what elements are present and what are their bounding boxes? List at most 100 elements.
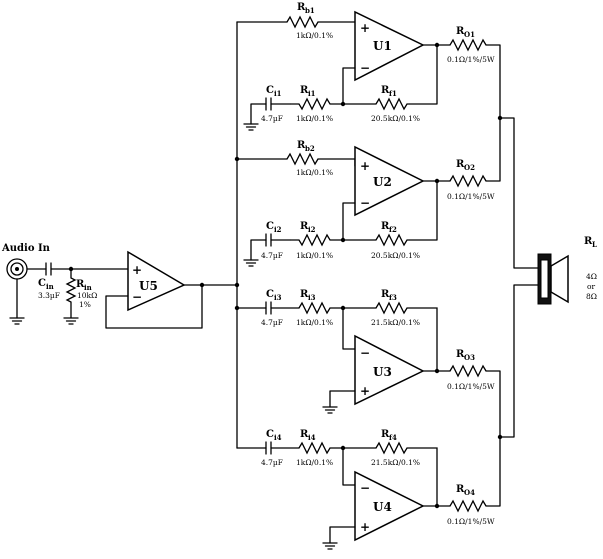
ci2-sub: i2	[274, 225, 282, 234]
ci3-name: C	[266, 289, 274, 300]
ground-symbol	[63, 317, 79, 325]
ro1-name: R	[456, 26, 465, 37]
ro2-sub: O2	[464, 163, 475, 172]
ri4-value: 1kΩ/0.1%	[296, 458, 333, 467]
rf4-name: R	[381, 429, 390, 440]
rf4-value: 21.5kΩ/0.1%	[371, 458, 420, 467]
capacitor-ci4	[265, 441, 272, 455]
ro2-value: 0.1Ω/1%/5W	[447, 192, 495, 201]
resistor-rb1	[286, 15, 319, 29]
resistor-rb2	[286, 152, 319, 166]
ci2-value: 4.7µF	[261, 251, 283, 260]
resistor-rf3	[375, 301, 438, 371]
ro4-value: 0.1Ω/1%/5W	[447, 517, 495, 526]
u5-label: U5	[139, 279, 158, 293]
ri3-sub: i3	[308, 293, 316, 302]
ci2-name: C	[266, 221, 274, 232]
capacitor-ci2	[265, 233, 272, 247]
junction-dot	[234, 282, 240, 288]
ci4-sub: i4	[274, 433, 282, 442]
ro2-name: R	[456, 159, 465, 170]
capacitor-ci1	[265, 97, 272, 111]
u4-minus: −	[360, 481, 370, 495]
rf4-sub: f4	[389, 433, 397, 442]
capacitor-ci3	[265, 301, 272, 315]
u2-plus: +	[360, 159, 370, 173]
rb2-name: R	[297, 140, 306, 151]
resistor-ro2	[449, 174, 487, 188]
u1-label: U1	[373, 39, 392, 53]
ci3-sub: i3	[274, 293, 282, 302]
junction-dot	[497, 434, 503, 440]
u3-plus: +	[360, 384, 370, 398]
ri4-name: R	[300, 429, 309, 440]
speaker-load	[497, 115, 569, 440]
rin-name: R	[76, 279, 85, 290]
ri3-name: R	[300, 289, 309, 300]
audio-in-label: Audio In	[1, 243, 51, 254]
resistor-ri2	[290, 233, 343, 247]
amp-channel-u3: C i3 4.7µF R i3 1kΩ/0.1% R f3 21.5kΩ/0.1…	[236, 289, 501, 438]
junction-dot	[434, 503, 440, 509]
rb1-sub: b1	[305, 6, 315, 15]
cin-sub: in	[46, 282, 54, 291]
speaker-cone	[550, 254, 569, 304]
rf3-value: 21.5kΩ/0.1%	[371, 318, 420, 327]
resistor-ri4	[298, 441, 343, 455]
amp-channel-u4: C i4 4.7µF R i4 1kΩ/0.1% R f4 21.5kΩ/0.1…	[236, 429, 501, 550]
rf1-name: R	[381, 85, 390, 96]
resistor-ro3	[449, 364, 487, 378]
opamp-u2	[354, 145, 425, 217]
rb2-sub: b2	[305, 144, 315, 153]
ground-symbol	[243, 259, 259, 267]
ri2-name: R	[300, 221, 309, 232]
rb2-value: 1kΩ/0.1%	[296, 168, 333, 177]
ro3-value: 0.1Ω/1%/5W	[447, 382, 495, 391]
rl-value2: or	[587, 282, 596, 291]
ro3-name: R	[456, 349, 465, 360]
ci1-sub: i1	[274, 89, 282, 98]
ground-symbol	[322, 406, 338, 414]
u4-label: U4	[373, 500, 392, 514]
capacitor-cin	[45, 262, 52, 276]
rl-value3: 8Ω	[586, 292, 597, 301]
ci4-name: C	[266, 429, 274, 440]
rf2-sub: f2	[389, 225, 397, 234]
resistor-ri1	[290, 97, 343, 111]
rin-value2: 1%	[79, 300, 91, 309]
rin-value1: 10kΩ	[77, 291, 97, 300]
u4-plus: +	[360, 520, 370, 534]
ro1-value: 0.1Ω/1%/5W	[447, 55, 495, 64]
u2-minus: −	[360, 196, 370, 210]
ri2-sub: i2	[308, 225, 316, 234]
ri2-value: 1kΩ/0.1%	[296, 251, 333, 260]
resistor-ro1	[449, 38, 487, 52]
resistor-rf4	[375, 441, 438, 506]
amp-channel-u1: R b1 1kΩ/0.1% + − U1 R O1 0.1Ω/1%/5W R f…	[236, 2, 501, 131]
rin-sub: in	[84, 283, 92, 292]
ri1-value: 1kΩ/0.1%	[296, 114, 333, 123]
ro4-sub: O4	[464, 488, 475, 497]
rf3-sub: f3	[389, 293, 397, 302]
opamp-u4	[354, 470, 425, 542]
resistor-rin	[65, 269, 77, 318]
resistor-ro4	[449, 499, 487, 513]
ri4-sub: i4	[308, 433, 316, 442]
u3-label: U3	[373, 365, 392, 379]
rb1-value: 1kΩ/0.1%	[296, 31, 333, 40]
opamp-u1	[354, 10, 425, 82]
ro4-name: R	[456, 484, 465, 495]
cin-name: C	[38, 278, 46, 289]
ci1-value: 4.7µF	[261, 114, 283, 123]
ri1-name: R	[300, 85, 309, 96]
amp-channel-u2: R b2 1kΩ/0.1% + − U2 R O2 0.1Ω/1%/5W R f…	[236, 117, 501, 267]
junction-dot	[434, 368, 440, 374]
rl-value1: 4Ω	[586, 272, 597, 281]
ro3-sub: O3	[464, 353, 475, 362]
ci4-value: 4.7µF	[261, 458, 283, 467]
ground-symbol	[322, 542, 338, 550]
rf2-name: R	[381, 221, 390, 232]
junction-dot	[497, 115, 503, 121]
cin-value: 3.3µF	[38, 291, 60, 300]
